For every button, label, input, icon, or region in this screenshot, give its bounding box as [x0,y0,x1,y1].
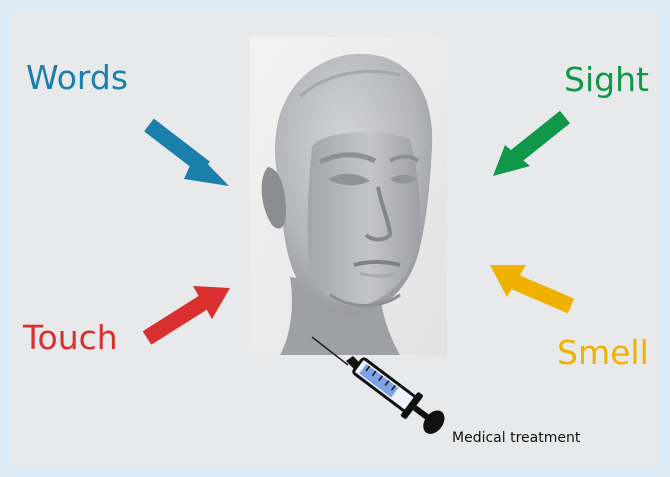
smell-arrow-icon [490,265,571,306]
words-arrow-icon [149,125,229,186]
label-medical-treatment: Medical treatment [452,430,580,446]
touch-arrow-icon [147,286,230,338]
label-touch: Touch [23,321,118,354]
label-words: Words [26,61,128,94]
syringe-icon [308,335,458,440]
label-smell: Smell [557,336,649,369]
sight-arrow-icon [493,117,565,176]
label-sight: Sight [564,63,649,96]
